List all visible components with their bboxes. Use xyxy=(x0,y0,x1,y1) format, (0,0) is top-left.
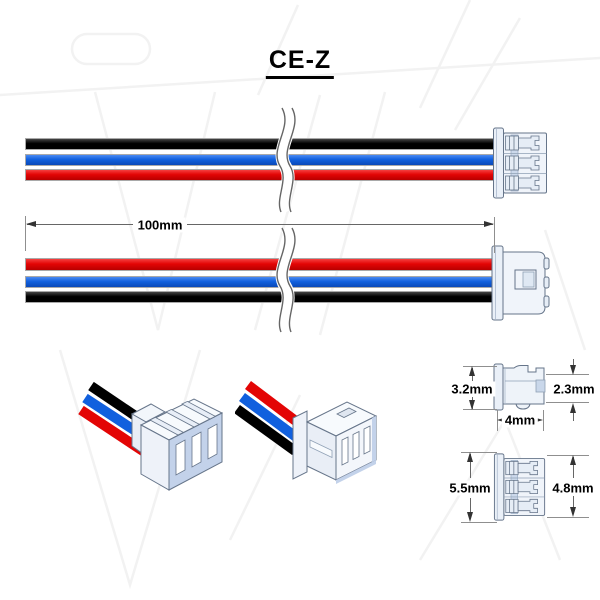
dim-arrow-up-icon xyxy=(570,455,576,465)
dimension-100mm-label: 100mm xyxy=(134,217,186,233)
cable-break-symbol xyxy=(272,226,302,334)
dimension-100mm-line xyxy=(187,224,493,225)
dim-arrow-down-icon xyxy=(469,400,475,410)
dim-arrow-right-icon xyxy=(484,221,494,227)
dim-arrow-down-icon xyxy=(467,512,473,522)
dim-arrow-up-icon xyxy=(469,366,475,376)
dimension-5-5mm-label: 5.5mm xyxy=(446,480,494,496)
dim-tick xyxy=(546,402,589,403)
bottom-assembly-wire-red xyxy=(25,258,494,271)
bottom-assembly-wire-black xyxy=(25,291,494,303)
dim-line xyxy=(573,359,574,368)
dim-line xyxy=(470,498,471,514)
dimension-3-2mm-label: 3.2mm xyxy=(448,381,496,397)
dim-tick xyxy=(543,410,544,431)
dim-arrow-left-icon xyxy=(26,221,36,227)
dim-extension-line-left xyxy=(25,216,26,251)
dim-arrow-down-icon xyxy=(570,365,576,375)
top-assembly-wire-blue xyxy=(25,154,495,166)
dim-arrow-up-icon xyxy=(570,403,576,413)
dimension-4mm-label: 4mm xyxy=(501,412,539,428)
bottom-assembly-wire-blue xyxy=(25,276,494,288)
connector-side-profile-view xyxy=(493,363,546,411)
dim-line xyxy=(573,496,574,508)
dim-tick xyxy=(546,374,589,375)
cable-break-symbol xyxy=(272,106,302,214)
dimension-4-8mm-label: 4.8mm xyxy=(549,480,597,496)
connector-side-cutaway-view xyxy=(493,127,547,199)
dimension-100mm-line xyxy=(27,224,133,225)
dim-tick xyxy=(547,455,589,456)
connector-iso-view-right xyxy=(235,381,378,484)
dim-arrow-up-icon xyxy=(467,452,473,462)
dim-tick xyxy=(463,366,497,367)
top-assembly-wire-black xyxy=(25,138,495,150)
dim-line xyxy=(573,412,574,421)
dim-tick xyxy=(461,522,497,523)
page-title: CE-Z xyxy=(265,46,335,79)
dim-tick xyxy=(463,409,497,410)
dim-extension-line-right xyxy=(494,217,495,253)
dim-tick xyxy=(547,517,589,518)
connector-iso-view-left xyxy=(78,381,224,491)
connector-front-view xyxy=(493,453,546,521)
dimension-2-3mm-label: 2.3mm xyxy=(550,381,598,397)
connector-top-view xyxy=(491,245,550,321)
dim-arrow-down-icon xyxy=(570,507,576,517)
top-assembly-wire-red xyxy=(25,169,495,181)
dim-tick xyxy=(461,452,497,453)
dim-line xyxy=(573,457,574,478)
dim-line xyxy=(470,454,471,478)
